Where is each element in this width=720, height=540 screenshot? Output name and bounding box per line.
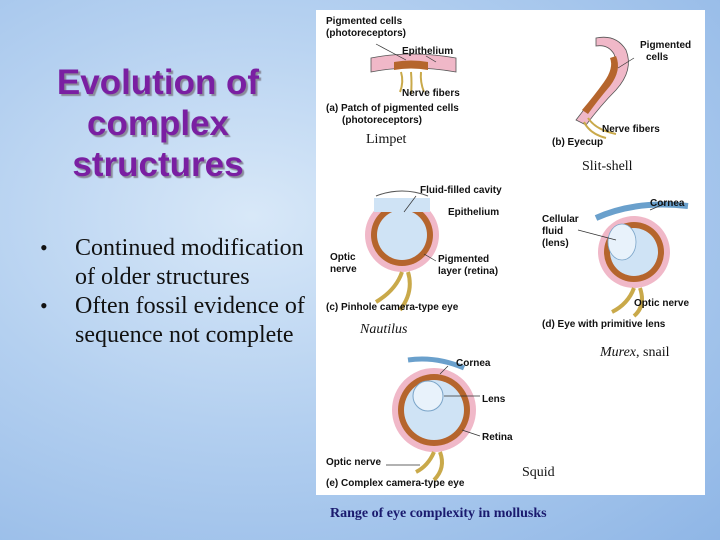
label-retina-e: Retina <box>482 432 513 443</box>
label-optic-nerve-e: Optic nerve <box>326 457 381 468</box>
diagram-c-pinhole <box>365 191 439 310</box>
label-epithelium-c: Epithelium <box>448 207 499 218</box>
label-fluid-d: fluid <box>542 226 563 237</box>
label-nerve-c: nerve <box>330 264 357 275</box>
caption-d: (d) Eye with primitive lens <box>542 319 666 330</box>
label-optic-nerve-d: Optic nerve <box>634 298 689 309</box>
pigment-patch-a <box>394 61 428 71</box>
figure-caption: Range of eye complexity in mollusks <box>330 506 630 522</box>
bullet-item: • Continued modification of older struct… <box>40 234 310 292</box>
label-nerve-fibers-a: Nerve fibers <box>402 88 460 99</box>
bullet-text: Continued modification of older structur… <box>75 235 304 290</box>
bullet-icon: • <box>40 233 48 262</box>
caption-b: (b) Eyecup <box>552 137 603 148</box>
species-slit-shell: Slit-shell <box>582 159 633 174</box>
label-cornea-e: Cornea <box>456 358 491 369</box>
slide-title: Evolution of complex structures <box>20 62 296 185</box>
caption-e: (e) Complex camera-type eye <box>326 478 465 489</box>
species-squid: Squid <box>522 465 555 480</box>
label-cellular-d: Cellular <box>542 214 579 225</box>
eye-evolution-figure: Pigmented cells (photoreceptors) Epithel… <box>316 10 705 495</box>
label-lens-d: (lens) <box>542 238 569 249</box>
species-murex-rest: , snail <box>636 345 670 360</box>
bullet-icon: • <box>40 291 48 320</box>
species-nautilus: Nautilus <box>359 322 408 337</box>
caption-a-line2: (photoreceptors) <box>342 115 422 126</box>
label-cornea-d: Cornea <box>650 198 685 209</box>
label-retina-c: layer (retina) <box>438 266 498 277</box>
label-cells-b: cells <box>646 52 669 63</box>
label-pigmented-layer-c: Pigmented <box>438 254 489 265</box>
label-epithelium-a: Epithelium <box>402 46 453 57</box>
species-murex: Murex, snail <box>599 345 670 360</box>
label-fluid-cavity-c: Fluid-filled cavity <box>420 185 502 196</box>
diagram-e-camera-eye <box>386 359 480 480</box>
bullet-text: Often fossil evidence of sequence not co… <box>75 293 305 348</box>
label-lens-e: Lens <box>482 394 506 405</box>
label-nerve-fibers-b: Nerve fibers <box>602 124 660 135</box>
eye-diagrams: Pigmented cells (photoreceptors) Epithel… <box>316 10 705 495</box>
caption-a-line1: (a) Patch of pigmented cells <box>326 103 459 114</box>
species-murex-italic: Murex <box>599 345 637 360</box>
label-photoreceptors-a: (photoreceptors) <box>326 28 406 39</box>
label-pigmented-cells-a: Pigmented cells <box>326 16 403 27</box>
species-limpet: Limpet <box>366 132 407 147</box>
label-pigmented-b: Pigmented <box>640 40 691 51</box>
bullet-list: • Continued modification of older struct… <box>40 234 310 350</box>
caption-c: (c) Pinhole camera-type eye <box>326 302 459 313</box>
diagram-b-eyecup <box>576 37 634 138</box>
label-optic-c: Optic <box>330 252 356 263</box>
bullet-item: • Often fossil evidence of sequence not … <box>40 292 310 350</box>
